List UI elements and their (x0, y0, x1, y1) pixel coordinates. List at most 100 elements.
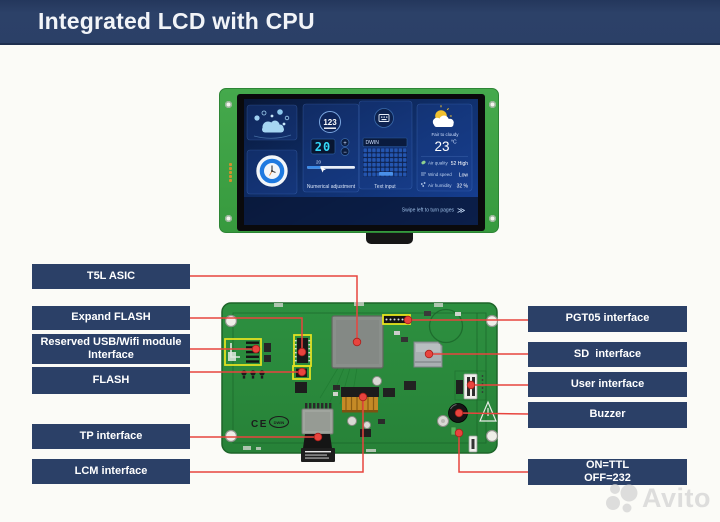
capacitor (372, 376, 382, 386)
component (295, 382, 307, 393)
screen-bezel: 123 20 + − 20 Numerical adjustment (237, 94, 485, 231)
lcd-module: 123 20 + − 20 Numerical adjustment (219, 88, 499, 244)
component (455, 312, 461, 316)
line-buzzer (458, 412, 529, 415)
component (404, 381, 416, 390)
swipe-arrow-icon: ≫ (457, 206, 465, 215)
screw-hole (224, 100, 232, 108)
numeric-widget: 123 20 + − 20 Numerical adjustment (307, 111, 356, 190)
expand-flash-area (293, 334, 312, 367)
component (264, 343, 271, 352)
callout-label: SD interface (573, 347, 642, 360)
pcb-board: CE DWIN (221, 302, 499, 462)
callout-label: Interface (88, 349, 134, 361)
callout-lines (190, 275, 529, 473)
line-t5l-asic (190, 275, 358, 342)
header-bar: Integrated LCD with CPU (0, 0, 720, 45)
transistors (241, 370, 265, 379)
component (264, 355, 271, 362)
page-title: Integrated LCD with CPU (38, 8, 315, 34)
metric-value: 52 High (451, 161, 468, 167)
capacitor (363, 421, 371, 429)
component (333, 385, 340, 390)
expand-flash-highlight (293, 334, 312, 367)
tp-connector (301, 403, 335, 462)
humidity-icon (420, 183, 423, 185)
text-field-value: DWIN (366, 140, 380, 146)
callout-user-interface: User interface (528, 372, 687, 397)
callout-expand-flash: Expand FLASH (32, 306, 190, 330)
numeric-caption: Numerical adjustment (307, 184, 356, 190)
component (450, 426, 457, 436)
watermark: Avito (604, 480, 711, 516)
component (424, 311, 431, 316)
pcb-traces (319, 367, 358, 405)
weather-card (416, 103, 473, 192)
text-caption: Text input (374, 184, 396, 190)
lcm-connector (341, 387, 379, 413)
callout-t5l-asic: T5L ASIC (32, 264, 190, 289)
metric-label: Wind speed (428, 172, 452, 177)
line-expand-flash (190, 317, 303, 352)
watermark-text: Avito (642, 482, 711, 513)
t5l-chip (331, 315, 384, 369)
flash-highlight (292, 365, 311, 380)
capacitor (347, 416, 357, 426)
callout-dots (251, 315, 476, 442)
metric-label: Air quality (428, 161, 449, 166)
component (383, 388, 395, 397)
minus-button: − (343, 150, 347, 156)
capacitor (437, 415, 449, 427)
badge-123: 123 (323, 118, 337, 127)
line-lcm (190, 397, 364, 473)
callout-buzzer: Buzzer (528, 402, 687, 428)
callout-label: TP interface (79, 429, 143, 442)
usb-wifi-module-area (224, 338, 262, 366)
component (394, 331, 400, 335)
user-interface-connector (454, 370, 487, 401)
screw-hole (488, 100, 496, 108)
weather-condition: Fair to cloudy (431, 132, 459, 137)
sun-cloud-icon (432, 105, 454, 127)
lcd-screen: 123 20 + − 20 Numerical adjustment (244, 99, 478, 225)
callout-label: Reserved USB/Wifi module (40, 335, 182, 348)
callout-label: FLASH (92, 373, 130, 386)
callout-pgt05: PGT05 interface (528, 306, 687, 332)
brand-logo: DWIN (274, 420, 285, 425)
callout-label: LCM interface (74, 464, 148, 477)
weather-metrics: Air quality 52 High Wind speed Low Air h… (420, 161, 469, 190)
connector-tab (366, 233, 413, 244)
metric-value: 32 % (457, 184, 469, 190)
plus-button: + (343, 141, 347, 147)
component (360, 429, 371, 437)
warning-triangle-icon (479, 400, 497, 422)
metric-label: Air humidity (428, 183, 452, 188)
frame-pins (229, 163, 232, 183)
weather-widget: Fair to cloudy 23 °C Air quality 52 High… (420, 105, 469, 190)
line-ttl (458, 433, 528, 473)
wind-icon (421, 172, 426, 176)
flash-area (292, 365, 311, 380)
cloud-icon (253, 109, 292, 139)
connector-slot (471, 439, 475, 449)
pgt05-connector (382, 314, 411, 325)
callout-label: OFF=232 (584, 472, 631, 484)
text-input-widget: DWIN Text input (362, 108, 408, 190)
antenna-coil (428, 308, 464, 344)
sd-card-slot (413, 341, 443, 368)
swipe-hint: Swipe left to turn pages (402, 208, 455, 214)
slider-cursor-icon (320, 166, 326, 173)
callout-label: Expand FLASH (71, 311, 151, 324)
keyboard-icon (378, 114, 390, 122)
weather-temp: 23 (434, 139, 449, 154)
silkscreen-marks (243, 302, 443, 452)
metric-value: Low (459, 173, 469, 179)
clock-icon (256, 155, 288, 187)
callout-label: Buzzer (589, 408, 626, 421)
component (333, 392, 338, 396)
ce-mark: CE (251, 419, 268, 430)
capacitor-center (441, 419, 445, 423)
screen-footer-bar (244, 197, 478, 225)
